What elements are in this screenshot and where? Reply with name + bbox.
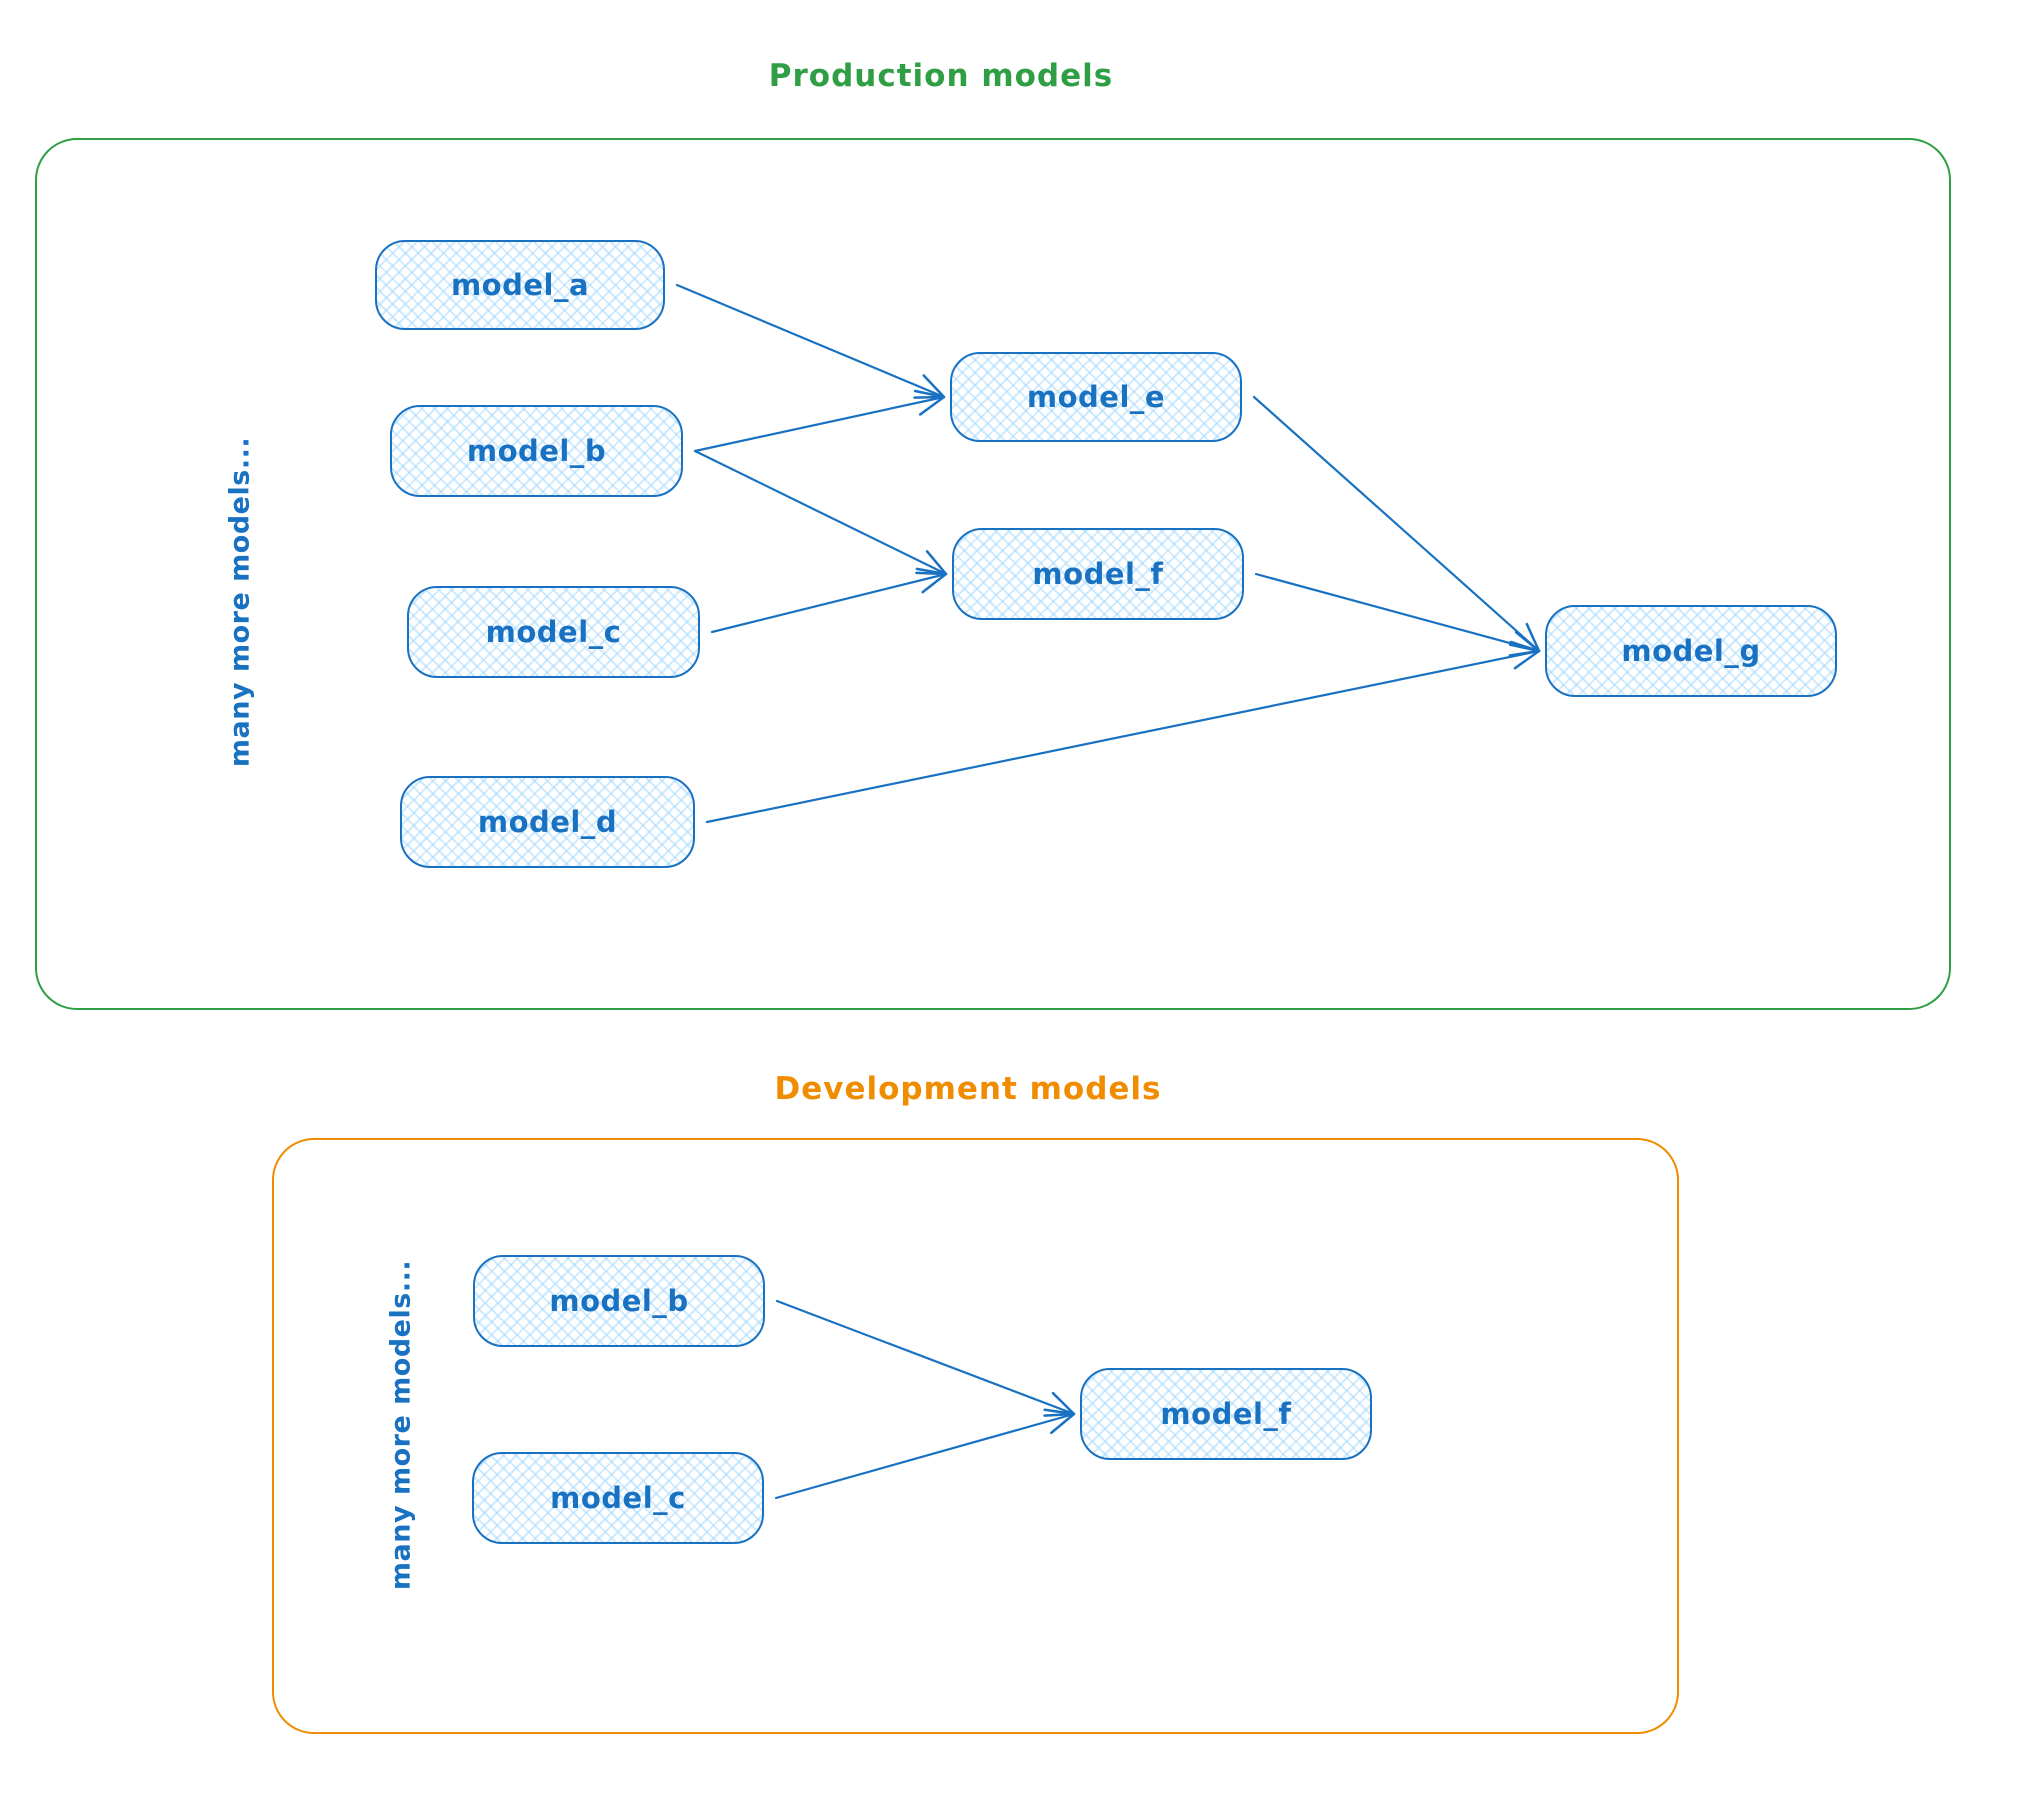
- production-section-outline: [35, 138, 1951, 1010]
- node-label: model_b: [466, 434, 607, 468]
- node-label: model_e: [1026, 380, 1166, 414]
- production-side-note: many more models...: [224, 436, 256, 768]
- node-label: model_c: [485, 615, 622, 649]
- production-section-title: Production models: [768, 58, 1114, 94]
- node-model_b: model_b: [390, 405, 683, 497]
- node-label: model_a: [450, 268, 590, 302]
- node-model_b-dev: model_b: [473, 1255, 765, 1347]
- node-model_e: model_e: [950, 352, 1242, 442]
- node-model_a: model_a: [375, 240, 665, 330]
- node-model_c-dev: model_c: [472, 1452, 764, 1544]
- node-label: model_b: [549, 1284, 689, 1318]
- node-label: model_f: [1160, 1397, 1292, 1431]
- node-model_f-dev: model_f: [1080, 1368, 1372, 1460]
- node-model_g: model_g: [1545, 605, 1837, 697]
- node-model_d: model_d: [400, 776, 695, 868]
- development-section-outline: [272, 1138, 1679, 1734]
- node-label: model_g: [1621, 634, 1761, 668]
- node-model_f: model_f: [952, 528, 1244, 620]
- development-side-note: many more models...: [385, 1259, 417, 1591]
- development-section-title: Development models: [774, 1071, 1162, 1107]
- node-label: model_f: [1032, 557, 1164, 591]
- node-label: model_d: [477, 805, 618, 839]
- node-model_c: model_c: [407, 586, 700, 678]
- node-label: model_c: [550, 1481, 686, 1515]
